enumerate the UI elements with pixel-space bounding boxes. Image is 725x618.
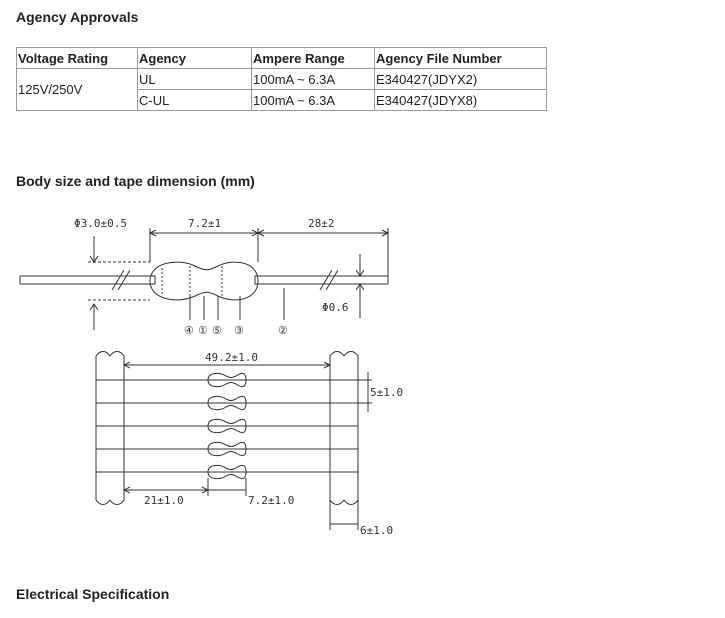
lead-length-label: 28±2 (308, 217, 335, 230)
taped-body (207, 418, 247, 434)
callout-5: ⑤ (212, 324, 222, 337)
ampere-range-cell: 100mA ~ 6.3A (251, 68, 375, 90)
right-tape-strip (329, 351, 359, 505)
dimension-drawing: Φ3.0±0.5 7.2±1 28±2 Φ0.6 ④ ① ⑤ ③ ② (19, 217, 403, 537)
left-lead-break (111, 269, 131, 291)
tape-pitch-arrows (122, 361, 332, 369)
table-row: 125V/250V UL 100mA ~ 6.3A E340427(JDYX2) (16, 68, 547, 111)
lead-diameter-label: Φ0.6 (322, 301, 349, 314)
right-lead (254, 275, 389, 285)
fuse-body-view: Φ3.0±0.5 7.2±1 28±2 Φ0.6 ④ ① ⑤ ③ ② (19, 217, 390, 337)
callout-leaders (189, 288, 285, 320)
voltage-rating-cell: 125V/250V (16, 68, 138, 111)
taped-components (96, 372, 358, 480)
agency-file-number-cell: E340427(JDYX2) (374, 68, 547, 90)
taped-body (207, 395, 247, 411)
agency-approvals-table: Voltage Rating Agency Ampere Range Agenc… (16, 47, 547, 111)
fuse-body (149, 261, 259, 301)
header-voltage-rating: Voltage Rating (16, 47, 138, 69)
header-agency: Agency (137, 47, 252, 69)
header-ampere-range: Ampere Range (251, 47, 375, 69)
left-tape-strip (95, 351, 125, 505)
body-size-heading: Body size and tape dimension (mm) (16, 173, 255, 189)
body-internal-detail (161, 266, 223, 298)
body-on-tape-label: 7.2±1.0 (248, 494, 294, 507)
callout-4: ④ (184, 324, 194, 337)
electrical-spec-heading: Electrical Specification (16, 586, 170, 602)
lead-dia-arrowhead-bottom (355, 283, 365, 291)
ampere-range-cell: 100mA ~ 6.3A (251, 89, 375, 111)
left-lead (19, 275, 156, 285)
taped-body (207, 372, 247, 388)
agency-cell: C-UL (137, 89, 252, 111)
tape-width-label: 6±1.0 (360, 524, 393, 537)
lead-to-body-label: 21±1.0 (144, 494, 184, 507)
tape-spacing-label: 5±1.0 (370, 386, 403, 399)
diameter-arrowhead-bottom (89, 303, 99, 311)
callout-3: ③ (234, 324, 244, 337)
callout-1: ① (198, 324, 208, 337)
lead-dia-arrowhead-top (355, 269, 365, 277)
taped-body (207, 441, 247, 457)
right-lead-break (319, 269, 339, 291)
body-diameter-label: Φ3.0±0.5 (74, 217, 127, 230)
table-row: C-UL 100mA ~ 6.3A E340427(JDYX8) (17, 89, 547, 111)
tape-view: 49.2±1.0 5±1.0 21±1.0 7.2±1.0 6±1.0 (95, 351, 403, 537)
callout-2: ② (278, 324, 288, 337)
agency-file-number-cell: E340427(JDYX8) (374, 89, 547, 111)
body-length-label: 7.2±1 (188, 217, 221, 230)
taped-body (207, 464, 247, 480)
table-header-row: Voltage Rating Agency Ampere Range Agenc… (16, 47, 547, 69)
tape-pitch-label: 49.2±1.0 (205, 351, 258, 364)
header-agency-file-number: Agency File Number (374, 47, 547, 69)
agency-cell: UL (137, 68, 252, 90)
agency-approvals-heading: Agency Approvals (16, 9, 139, 25)
lead-length-arrows (256, 229, 390, 237)
